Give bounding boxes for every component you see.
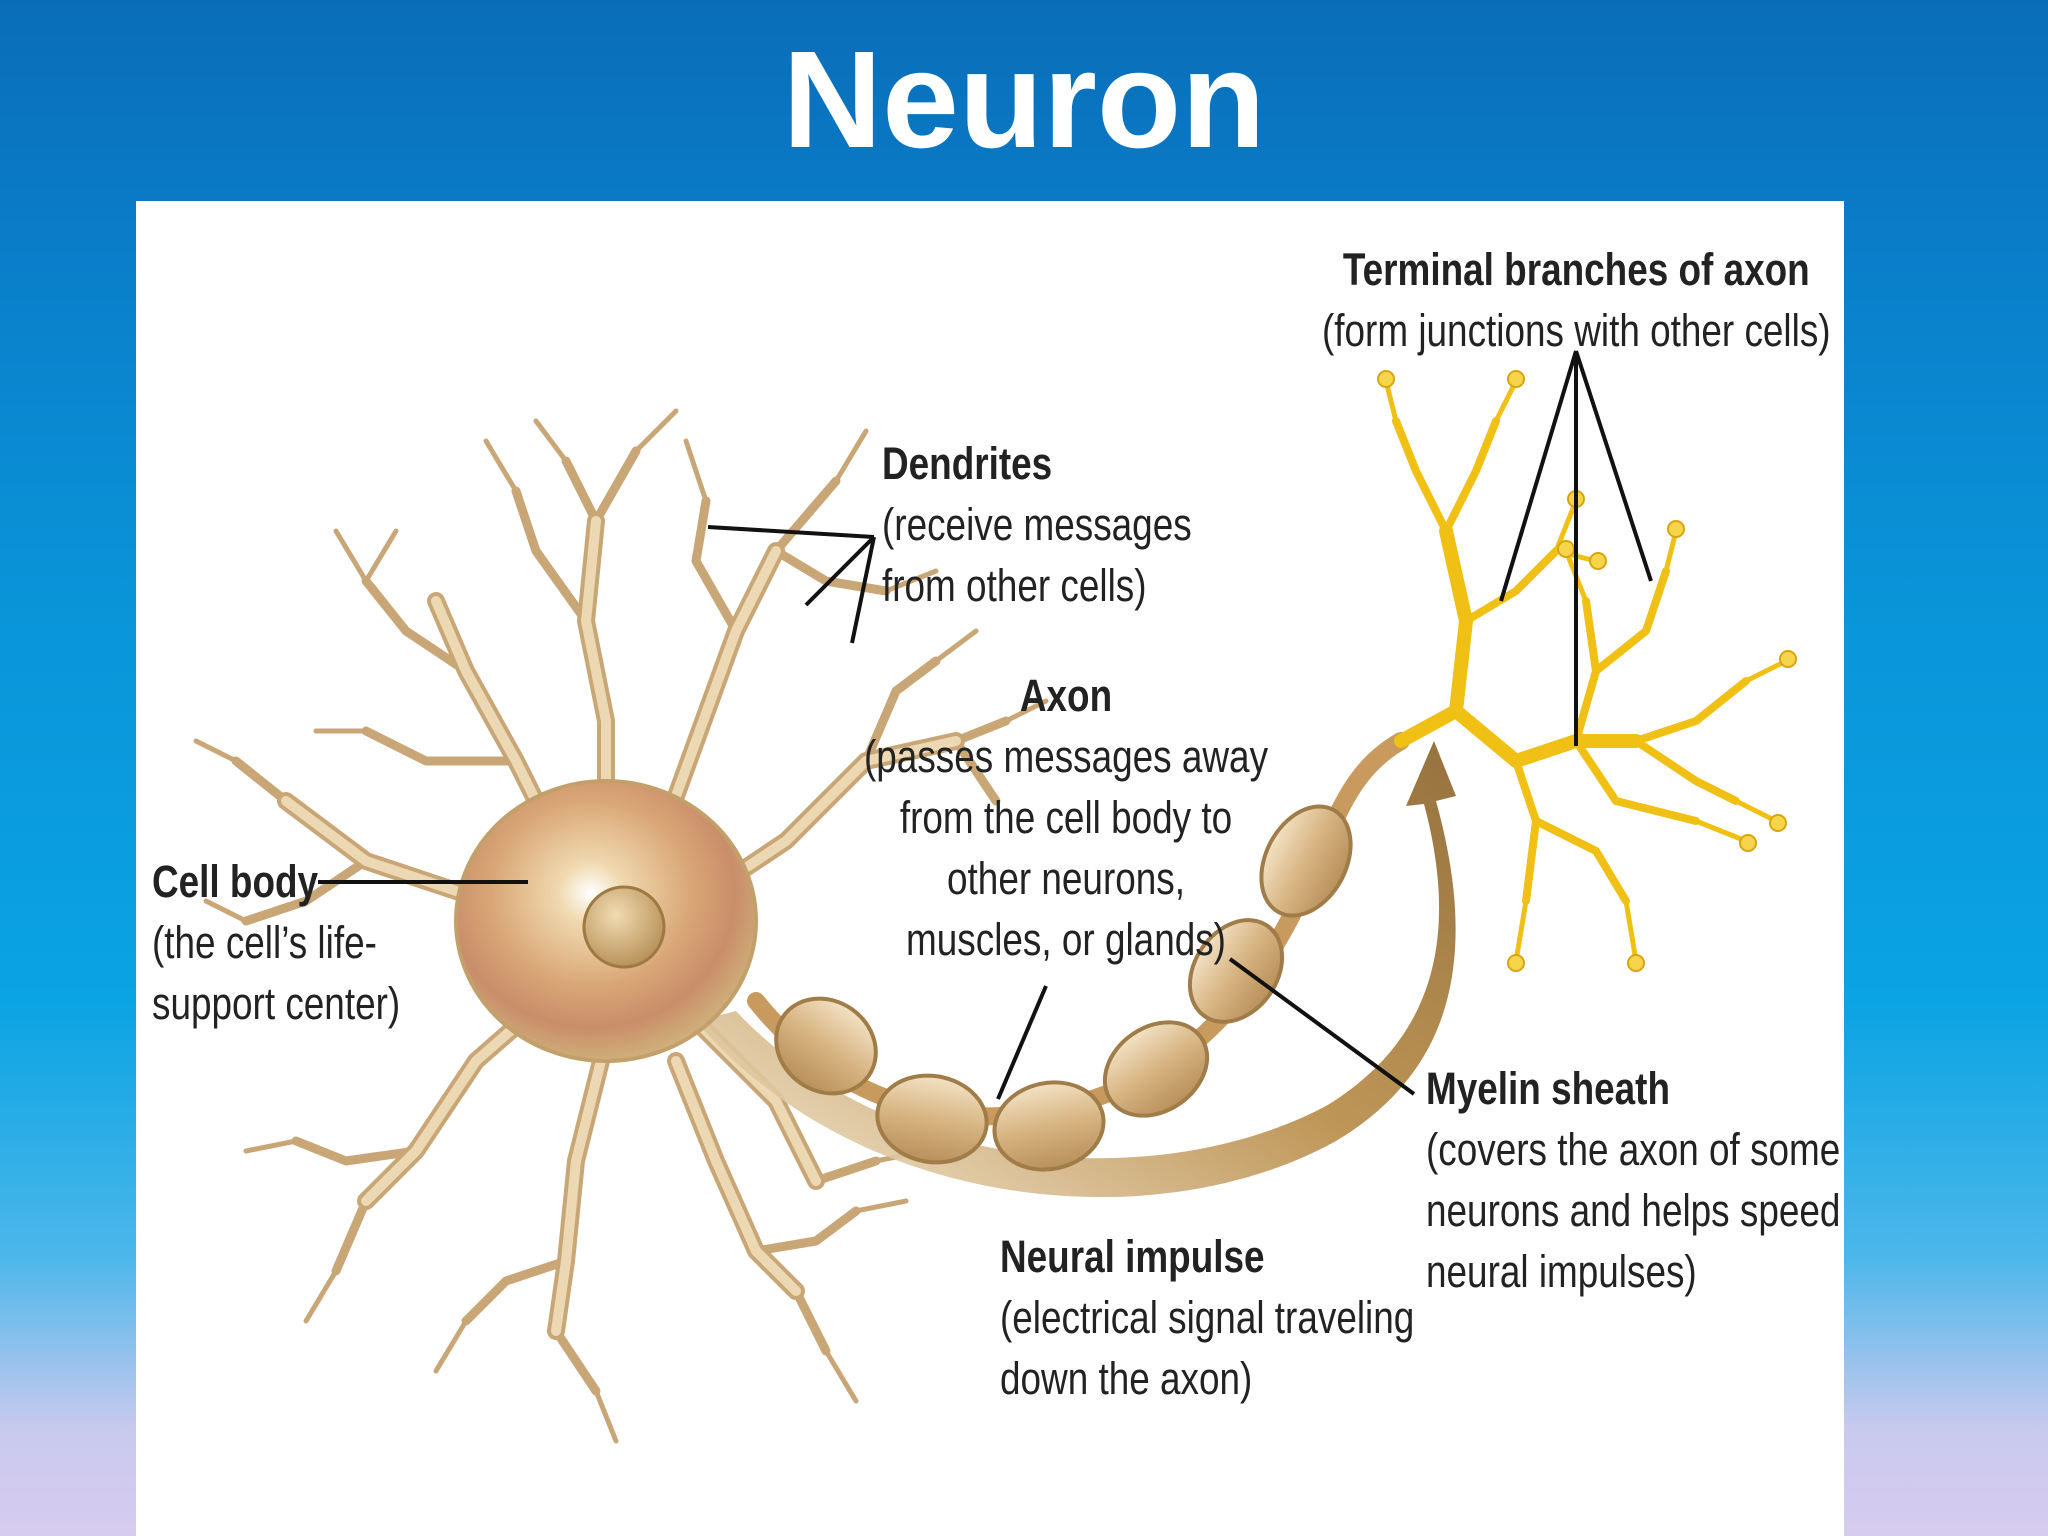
- label-myelin-sheath: Myelin sheath (covers the axon of some n…: [1426, 1058, 1840, 1302]
- myelin-sheath: [774, 804, 1353, 1172]
- slide-title: Neuron: [782, 23, 1266, 177]
- terminal-desc-1: (form junctions with other cells): [1322, 305, 1831, 356]
- pointer-lines: [318, 350, 1653, 1100]
- neuron-illustration: [193, 350, 1797, 1444]
- cell-body-heading: Cell body: [152, 856, 319, 907]
- cell-body-desc-1: (the cell’s life-: [152, 917, 377, 968]
- axon-desc-1: (passes messages away: [864, 731, 1269, 782]
- axon-heading: Axon: [1019, 670, 1113, 721]
- label-terminal-branches: Terminal branches of axon (form junction…: [1322, 239, 1831, 361]
- label-cell-body: Cell body (the cell’s life- support cent…: [152, 851, 400, 1034]
- dendrites-desc-1: (receive messages: [882, 499, 1192, 550]
- myelin-desc-1: (covers the axon of some: [1426, 1124, 1841, 1175]
- dendrites-desc-2: from other cells): [882, 560, 1147, 611]
- myelin-desc-3: neural impulses): [1426, 1246, 1697, 1297]
- impulse-desc-2: down the axon): [1000, 1353, 1253, 1404]
- myelin-desc-2: neurons and helps speed: [1426, 1185, 1841, 1236]
- axon-desc-3: other neurons,: [947, 853, 1185, 904]
- label-dendrites: Dendrites (receive messages from other c…: [882, 433, 1192, 616]
- terminal-heading: Terminal branches of axon: [1342, 244, 1810, 295]
- label-neural-impulse: Neural impulse (electrical signal travel…: [1000, 1226, 1414, 1409]
- terminal-branches: [1383, 378, 1789, 964]
- axon-desc-4: muscles, or glands): [906, 914, 1226, 965]
- dendrites-heading: Dendrites: [882, 438, 1053, 489]
- impulse-desc-1: (electrical signal traveling: [1000, 1292, 1415, 1343]
- axon-desc-2: from the cell body to: [899, 792, 1233, 843]
- cell-body-desc-2: support center): [152, 978, 401, 1029]
- nucleus: [582, 885, 666, 969]
- label-axon: Axon (passes messages away from the cell…: [864, 665, 1268, 970]
- diagram-panel: Terminal branches of axon (form junction…: [136, 201, 1844, 1536]
- impulse-heading: Neural impulse: [1000, 1231, 1265, 1282]
- myelin-heading: Myelin sheath: [1426, 1063, 1671, 1114]
